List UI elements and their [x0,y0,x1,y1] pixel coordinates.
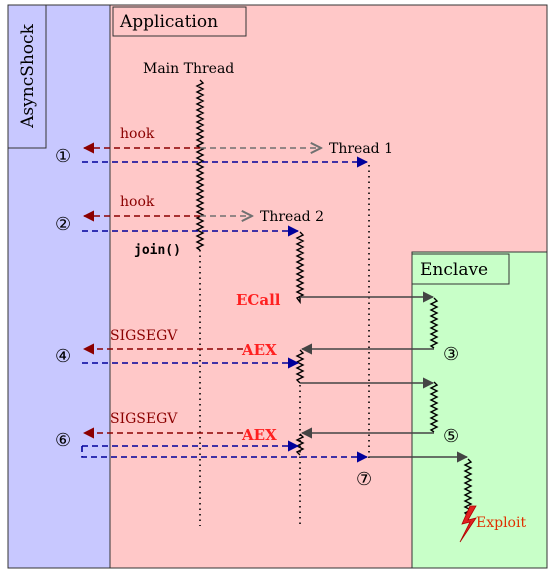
enclave-activity-2 [429,381,439,433]
main-thread-label: Main Thread [143,61,234,77]
hook2-label: hook [120,194,155,210]
step1-marker: ① [55,146,71,167]
asyncshock-title: AsyncShock [18,23,38,128]
thread2-activity-1 [295,231,305,305]
step3-marker: ③ [443,344,459,365]
sigsegv1-label: SIGSEGV [110,328,178,344]
step6-marker: ⑥ [55,430,71,451]
enclave-label-box [411,253,510,285]
enclave-activity-3 [463,458,473,517]
exploit-label: Exploit [476,515,526,531]
step7-marker: ⑦ [356,469,372,490]
step5-marker: ⑤ [443,426,459,447]
enclave-title: Enclave [420,260,488,280]
exploit-icon [459,505,477,543]
main-thread-activity [195,79,205,251]
sigsegv2-label: SIGSEGV [110,411,178,427]
join-label: join() [134,243,181,258]
application-title: Application [119,12,218,32]
aex2-label: AEX [241,426,277,444]
ecall-label: ECall [236,291,281,309]
aex1-label: AEX [241,341,277,359]
application-label-box [112,6,247,37]
thread2-label: Thread 2 [260,209,324,225]
hook1-label: hook [120,126,155,142]
thread2-activity-2 [295,349,305,384]
enclave-activity-1 [429,297,439,349]
step2-marker: ② [55,214,71,235]
asyncshock-label-box [7,4,47,149]
resume2-arrow [81,446,369,463]
thread1-label: Thread 1 [329,141,393,157]
step4-marker: ④ [55,346,71,367]
